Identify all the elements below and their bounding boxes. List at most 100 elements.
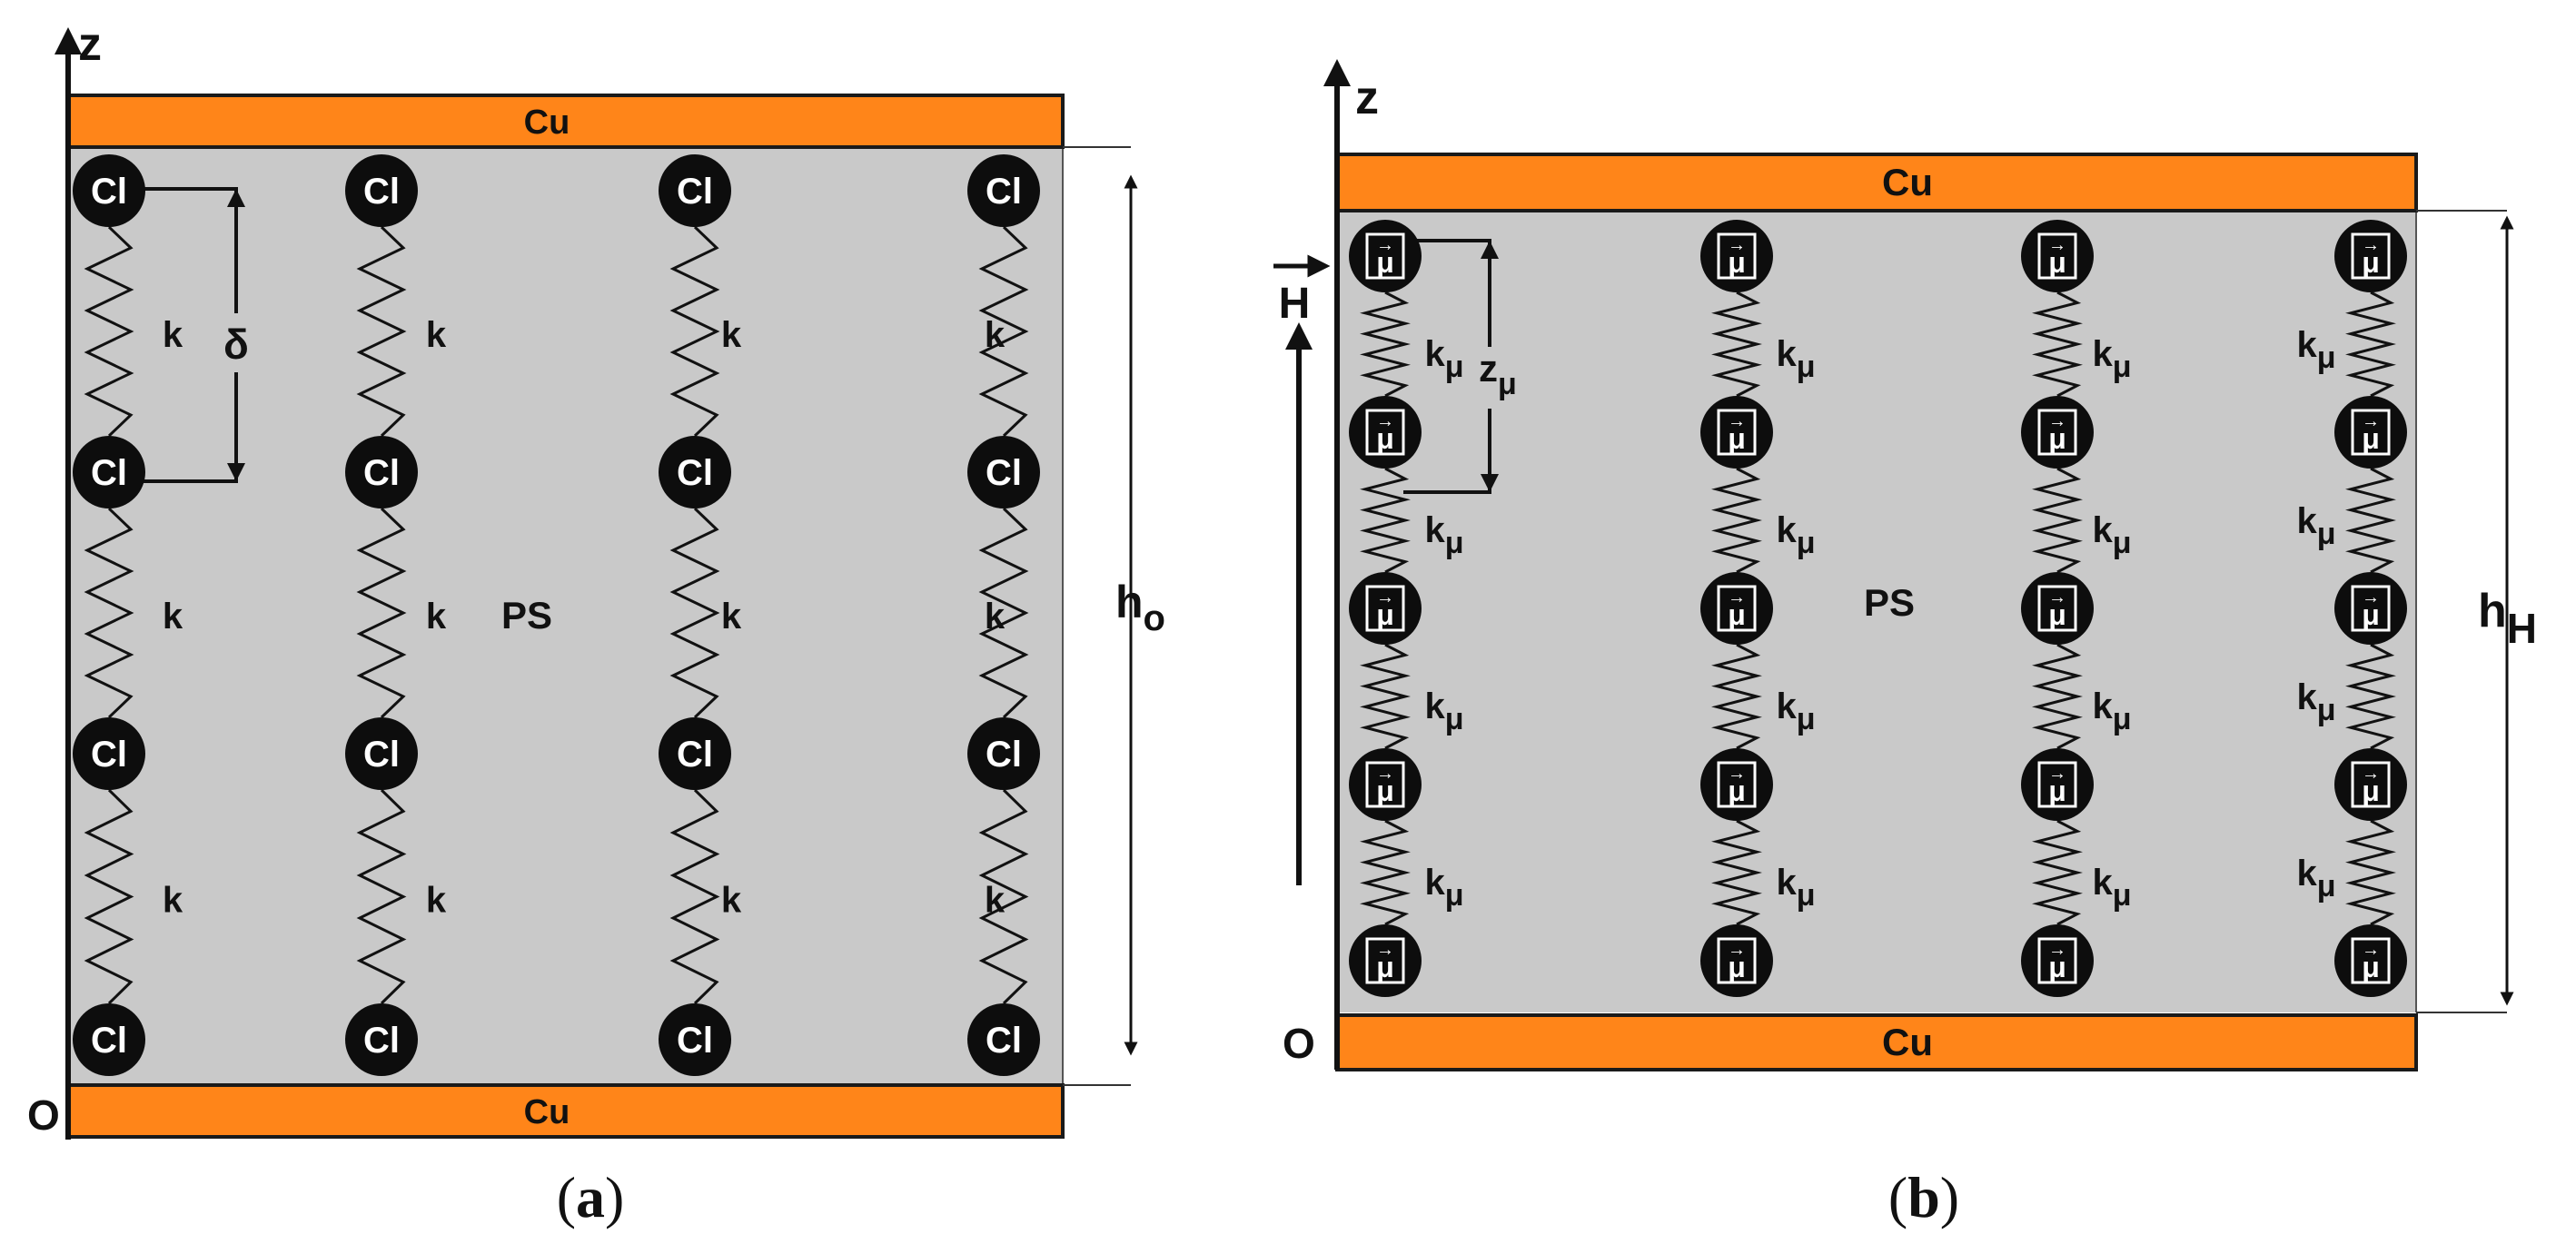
panel-b-magnetic-moment-vector-arrow: → (2048, 411, 2066, 431)
panel-a-caption: (a) (557, 1165, 625, 1229)
panel-b-spring-subscript: μ (1445, 878, 1464, 913)
panel-a-cl-atom-label: Cl (677, 1021, 713, 1061)
panel-b-spring (1711, 467, 1762, 574)
panel-b-spring-symbol: k (2296, 325, 2317, 365)
panel-b-spring-symbol: k (2092, 510, 2113, 550)
panel-b-spring-symbol: k (2296, 501, 2317, 541)
panel-a-spring (356, 225, 407, 438)
panel-b-magnetic-moment-vector-arrow: → (1728, 764, 1746, 784)
panel-b-spring-label: kμ (2296, 677, 2335, 727)
panel-b-height-symbol: h (2478, 585, 2507, 637)
panel-a-polymer-matrix (68, 145, 1063, 1085)
panel-a-cl-atom-label: Cl (986, 172, 1022, 212)
panel-b-spring-label: kμ (2092, 863, 2131, 913)
panel-b-magnetic-particle-box (2351, 937, 2391, 984)
panel-a-cl-atom (659, 436, 731, 509)
panel-a-spring-label: k (721, 315, 742, 355)
panel-b-spring (2345, 643, 2396, 750)
panel-b-spring (1360, 467, 1411, 574)
panel-b-magnetic-particle-box (2037, 937, 2077, 984)
panel-b-spring-label: kμ (2296, 325, 2335, 375)
panel-b-spring-symbol: k (2296, 677, 2317, 717)
panel-b-spring (2032, 643, 2083, 750)
panel-b-spring-symbol: k (2092, 686, 2113, 726)
panel-a-cl-atom (73, 1003, 145, 1076)
panel-b-magnetic-moment-vector-arrow: → (2048, 588, 2066, 607)
panel-a-cl-atom (659, 1003, 731, 1076)
panel-b-spring-label: kμ (2092, 334, 2131, 384)
panel-b-origin-label: O (1283, 1020, 1315, 1067)
panel-b-spring (1711, 643, 1762, 750)
panel-b-matrix-label: PS (1864, 581, 1915, 624)
panel-b-spring-label: kμ (2296, 501, 2335, 551)
panel-b-magnetic-particle-label: μ (2362, 598, 2380, 631)
panel-b-spring-subscript: μ (2113, 526, 2132, 560)
panel-b-magnetic-particle-label: μ (1376, 775, 1394, 807)
panel-b-magnetic-particle-box (2351, 585, 2391, 632)
panel-b-magnetic-particle-label: μ (1728, 422, 1746, 455)
panel-b-magnetic-moment-vector-arrow: → (1376, 764, 1394, 784)
panel-a-caption-close: ) (605, 1165, 624, 1229)
panel-b-spring (1360, 643, 1411, 750)
panel-b-magnetic-particle-box (1717, 761, 1757, 808)
panel-b-gap-symbol: z (1479, 347, 1498, 390)
panel-b-magnetic-moment-vector-arrow: → (2362, 235, 2380, 255)
panel-b-spring-symbol: k (1776, 863, 1797, 903)
panel-a-spring-label: k (163, 881, 183, 921)
panel-b-magnetic-particle-box (1365, 585, 1405, 632)
panel-b-magnetic-particle-box (2351, 232, 2391, 280)
panel-a-spring-label: k (985, 597, 1006, 637)
panel-a-spring (84, 788, 134, 1005)
panel-b-magnetic-moment-vector-arrow: → (2362, 940, 2380, 960)
panel-b-spring-label: kμ (1776, 510, 1815, 560)
panel-b-magnetic-particle-box (1365, 409, 1405, 456)
panel-a-spring (669, 507, 720, 719)
panel-a-caption-letter: a (576, 1165, 605, 1229)
panel-b-gap-subscript: μ (1498, 367, 1517, 401)
panel-b-spring-label: kμ (2092, 510, 2131, 560)
panel-b-spring-symbol: k (1424, 510, 1445, 550)
panel-b-caption-close: ) (1940, 1165, 1959, 1229)
panel-b-spring-label: kμ (1776, 334, 1815, 384)
panel-b-magnetic-particle-label: μ (1376, 598, 1394, 631)
panel-a-cl-atom (967, 717, 1040, 790)
panel-a-gap-label: δ (223, 321, 249, 368)
panel-a-z-axis-label: z (78, 18, 102, 71)
panel-a-cl-atom-label: Cl (363, 735, 400, 775)
panel-b-spring-subscript: μ (1445, 350, 1464, 384)
panel-b-spring-subscript: μ (2113, 350, 2132, 384)
panel-b-spring-subscript: μ (2113, 878, 2132, 913)
panel-a-height-symbol: h (1115, 577, 1144, 627)
panel-a-cl-atom (345, 154, 418, 227)
panel-b-height-label: hH (2478, 585, 2537, 652)
panel-b-spring-label: kμ (2296, 854, 2335, 903)
panel-b-spring (2345, 467, 2396, 574)
panel-b-spring-symbol: k (1424, 863, 1445, 903)
panel-b-magnetic-moment-vector-arrow: → (1728, 411, 1746, 431)
panel-b: Cu Cu z O H hH zμ PS kμkμkμkμ→μ→μ→μ→μ→μk… (1273, 59, 2537, 1229)
panel-b-spring (2345, 819, 2396, 926)
panel-b-spring-subscript: μ (1445, 526, 1464, 560)
panel-a-spring-label: k (721, 881, 742, 921)
panel-b-spring-subscript: μ (1797, 526, 1816, 560)
panel-a-cl-atom-label: Cl (363, 1021, 400, 1061)
panel-b-gap-label: zμ (1479, 347, 1517, 401)
panel-b-magnetic-particle-box (1717, 585, 1757, 632)
panel-b-gap-label-bg (1471, 347, 1526, 409)
panel-b-magnetic-particle-box (2037, 761, 2077, 808)
panel-b-spring-symbol: k (2296, 854, 2317, 894)
panel-b-spring-subscript: μ (1797, 878, 1816, 913)
panel-b-magnetic-particle-box (1717, 409, 1757, 456)
panel-a-cl-atom (73, 154, 145, 227)
panel-b-magnetic-particle-box (1717, 937, 1757, 984)
panel-b-magnetic-particle-box (2037, 409, 2077, 456)
panel-b-spring-symbol: k (1424, 334, 1445, 374)
panel-b-magnetic-particle-label: μ (2362, 246, 2380, 279)
panel-a-cl-atom-label: Cl (677, 735, 713, 775)
panel-a-cl-atom-label: Cl (363, 172, 400, 212)
panel-b-magnetic-particle-box (1365, 761, 1405, 808)
panel-b-magnetic-particle-label: μ (1728, 951, 1746, 983)
panel-b-magnetic-moment-vector-arrow: → (1376, 235, 1394, 255)
panel-b-spring-label: kμ (1424, 334, 1463, 384)
